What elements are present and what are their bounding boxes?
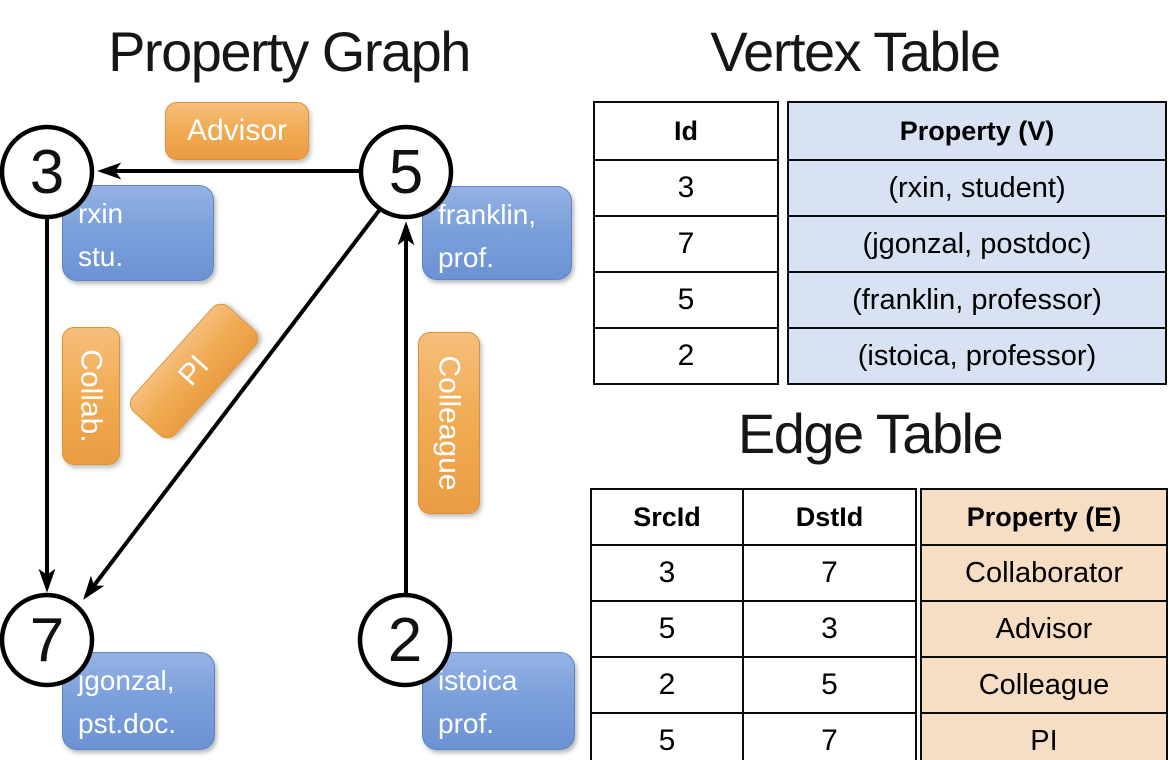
node-id-2: 2 — [387, 605, 423, 675]
node-circle-7 — [0, 592, 95, 688]
vertex-property-cell: (jgonzal, postdoc) — [787, 215, 1167, 273]
vertex-property-box-3: rxin stu. — [62, 185, 214, 281]
node-circle-3 — [0, 124, 95, 220]
edge-srcid-cell: 3 — [590, 544, 744, 602]
vertex-property-cell: (rxin, student) — [787, 159, 1167, 217]
vertex-table-title: Vertex Table — [710, 20, 1001, 83]
edge-label-text: PI — [171, 349, 216, 393]
edge-label-text: Colleague — [433, 355, 467, 491]
edge-table-property-column: Property (E) Collaborator Advisor Collea… — [920, 488, 1168, 760]
edge-dstid-header: DstId — [742, 488, 917, 546]
edge-dstid-cell: 7 — [742, 544, 917, 602]
edge-label-colleague: Colleague — [418, 332, 480, 514]
vertex-property-box-5: franklin, prof. — [422, 186, 572, 280]
edge-label-text: Advisor — [186, 114, 288, 147]
node-id-5: 5 — [388, 137, 424, 207]
edge-5-to-7-pi — [83, 206, 383, 600]
edge-property-cell: Collaborator — [920, 544, 1168, 602]
vertex-id-cell: 3 — [593, 159, 779, 217]
edge-srcid-cell: 2 — [590, 656, 744, 714]
edge-table-title: Edge Table — [737, 402, 1004, 465]
edge-srcid-header: SrcId — [590, 488, 744, 546]
edge-property-cell: Colleague — [920, 656, 1168, 714]
graph-edges-and-nodes-layer — [0, 124, 454, 688]
edge-property-header: Property (E) — [920, 488, 1168, 546]
edge-label-advisor: Advisor — [165, 102, 309, 160]
node-circle-2 — [357, 592, 453, 688]
vertex-property-line: prof. — [438, 708, 495, 739]
vertex-property-header: Property (V) — [787, 101, 1167, 161]
edge-dstid-cell: 7 — [742, 712, 917, 760]
edge-srcid-cell: 5 — [590, 600, 744, 658]
vertex-property-box-7: jgonzal, pst.doc. — [62, 652, 215, 750]
vertex-id-cell: 2 — [593, 327, 779, 385]
vertex-property-cell: (franklin, professor) — [787, 271, 1167, 329]
vertex-property-line: franklin, — [438, 199, 537, 230]
edge-dstid-cell: 5 — [742, 656, 917, 714]
vertex-id-cell: 7 — [593, 215, 779, 273]
edge-label-text: Collab. — [75, 349, 109, 443]
node-circle-5 — [358, 124, 454, 220]
vertex-property-line: pst.doc. — [78, 708, 177, 739]
vertex-table-property-column: Property (V) (rxin, student) (jgonzal, p… — [787, 101, 1167, 385]
vertex-property-line: jgonzal, — [78, 665, 175, 696]
node-id-7: 7 — [29, 605, 65, 675]
vertex-id-cell: 5 — [593, 271, 779, 329]
vertex-property-line: prof. — [438, 242, 495, 273]
vertex-property-line: stu. — [78, 241, 124, 272]
edge-property-cell: PI — [920, 712, 1168, 760]
vertex-id-header: Id — [593, 101, 779, 161]
vertex-table-id-column: Id 3 7 5 2 — [593, 101, 779, 385]
vertex-property-line: rxin — [78, 198, 124, 229]
edge-table-id-columns: SrcId DstId 3 7 5 3 2 5 5 7 — [590, 488, 917, 760]
edge-srcid-cell: 5 — [590, 712, 744, 760]
property-graph-title: Property Graph — [108, 20, 471, 83]
edge-label-collab: Collab. — [62, 327, 120, 465]
node-id-3: 3 — [29, 137, 65, 207]
vertex-property-box-2: istoica prof. — [422, 652, 575, 750]
vertex-property-cell: (istoica, professor) — [787, 327, 1167, 385]
edge-dstid-cell: 3 — [742, 600, 917, 658]
vertex-property-line: istoica — [438, 665, 518, 696]
edge-property-cell: Advisor — [920, 600, 1168, 658]
